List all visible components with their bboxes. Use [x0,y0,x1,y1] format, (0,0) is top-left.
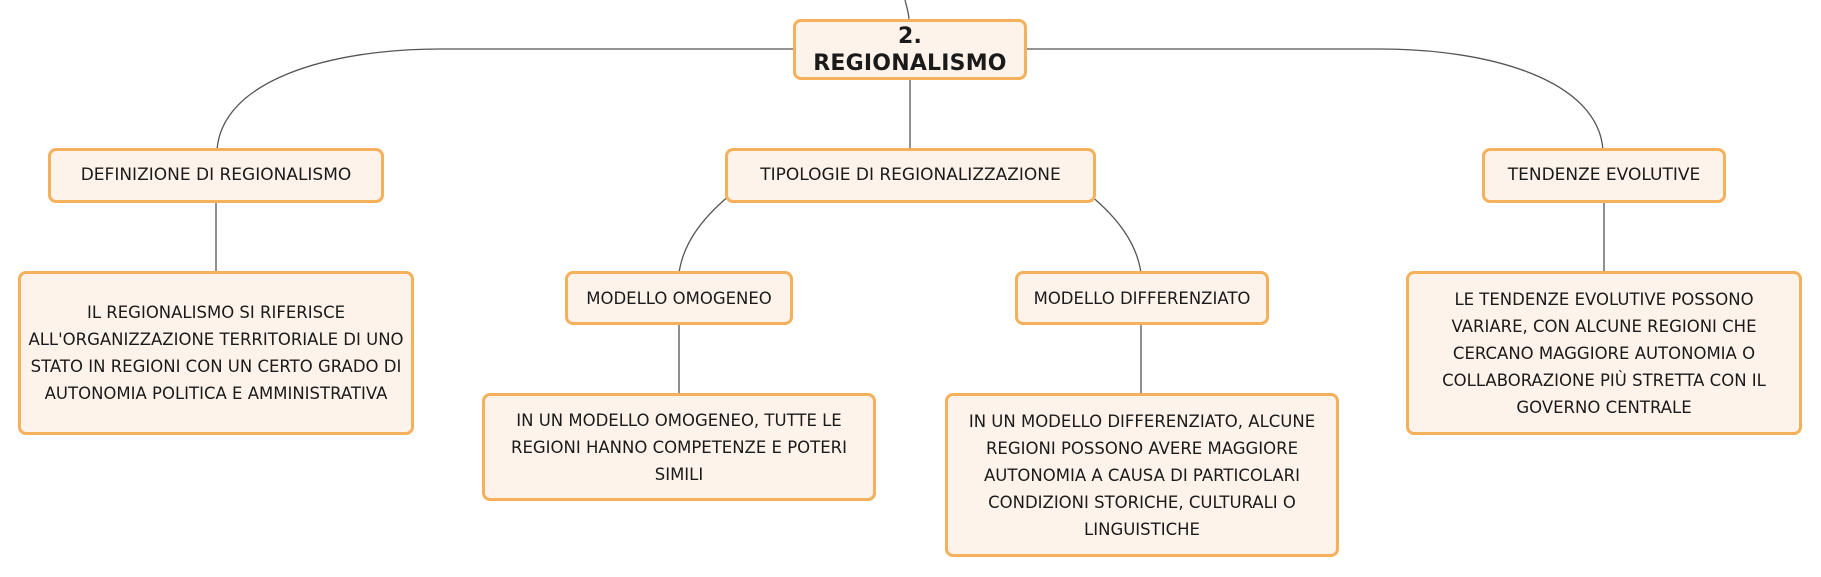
root-label: 2. REGIONALISMO [813,23,1007,76]
node-tipologie-label: TIPOLOGIE DI REGIONALIZZAZIONE [760,165,1061,185]
connector-parent-root [904,0,910,21]
node-differenziato-detail-text: IN UN MODELLO DIFFERENZIATO, ALCUNE REGI… [968,411,1316,539]
node-omogeneo-detail[interactable]: IN UN MODELLO OMOGENEO, TUTTE LE REGIONI… [482,393,876,501]
node-definizione-label: DEFINIZIONE DI REGIONALISMO [80,165,352,185]
connector-tipologie-omogeneo [678,194,731,274]
connector-root-definizione [216,48,793,151]
node-differenziato-label: MODELLO DIFFERENZIATO [1033,288,1251,308]
node-tipologie[interactable]: TIPOLOGIE DI REGIONALIZZAZIONE [725,148,1096,203]
node-tendenze-detail[interactable]: LE TENDENZE EVOLUTIVE POSSONO VARIARE, C… [1406,271,1802,435]
connector-root-tendenze [1027,48,1604,151]
node-omogeneo[interactable]: MODELLO OMOGENEO [565,271,793,325]
node-definizione[interactable]: DEFINIZIONE DI REGIONALISMO [48,148,384,203]
node-definizione-detail-text: IL REGIONALISMO SI RIFERISCE ALL'ORGANIZ… [28,303,404,403]
node-definizione-detail[interactable]: IL REGIONALISMO SI RIFERISCE ALL'ORGANIZ… [18,271,414,435]
connector-tipologie-differenziato [1089,194,1142,274]
node-tendenze[interactable]: TENDENZE EVOLUTIVE [1482,148,1726,203]
root-node[interactable]: 2. REGIONALISMO [793,19,1027,80]
node-omogeneo-label: MODELLO OMOGENEO [586,288,772,308]
node-differenziato-detail[interactable]: IN UN MODELLO DIFFERENZIATO, ALCUNE REGI… [945,393,1339,557]
node-differenziato[interactable]: MODELLO DIFFERENZIATO [1015,271,1269,325]
node-omogeneo-detail-text: IN UN MODELLO OMOGENEO, TUTTE LE REGIONI… [511,410,847,484]
node-tendenze-label: TENDENZE EVOLUTIVE [1507,165,1701,185]
node-tendenze-detail-text: LE TENDENZE EVOLUTIVE POSSONO VARIARE, C… [1442,289,1766,417]
